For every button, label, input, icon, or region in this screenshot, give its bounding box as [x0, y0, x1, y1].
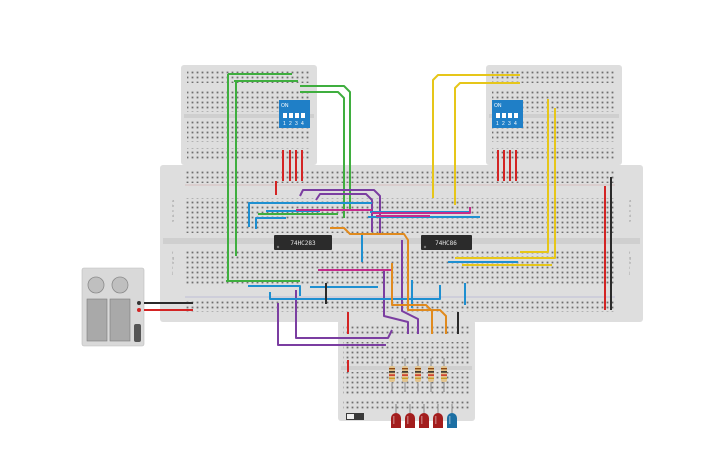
resistor-band	[441, 377, 447, 379]
row-letter: e	[629, 218, 632, 223]
row-letter: j	[171, 270, 173, 275]
dip-switch-b-number-3: 3	[508, 121, 511, 127]
resistor-band	[402, 368, 408, 370]
yellow-wire	[432, 74, 520, 198]
chip-74hc283[interactable]: 74HC283	[274, 235, 332, 250]
orange-wire	[330, 227, 447, 334]
purple-wire	[401, 240, 419, 334]
resistor-band	[428, 371, 434, 373]
resistor-band	[428, 374, 434, 376]
resistor-band	[402, 371, 408, 373]
purple-wire	[277, 303, 386, 346]
dip-switch-a-on-label: ON	[281, 103, 289, 109]
dip-switch-a-number-3: 3	[295, 121, 298, 127]
dip-switch-a-number-2: 2	[289, 121, 292, 127]
yellow-wire	[520, 99, 549, 253]
yellow-wire	[454, 82, 520, 205]
row-letter: f	[629, 250, 631, 255]
row-letter: a	[629, 198, 632, 203]
chip-74hc86-label: 74HC86	[435, 240, 457, 247]
row-letter: i	[629, 265, 630, 270]
blue-wire	[248, 285, 301, 296]
led-highlight	[421, 416, 423, 424]
slide-switch[interactable]	[346, 413, 364, 420]
row-letter: d	[629, 213, 631, 218]
row-letter: j	[628, 270, 630, 275]
led-highlight	[407, 416, 409, 424]
dip-switch-b-on-label: ON	[494, 103, 502, 109]
chip-74hc283-label: 74HC283	[290, 240, 316, 247]
dip-switch-a[interactable]: ON 1 2 3 4	[279, 100, 310, 128]
green-wire	[300, 91, 345, 218]
resistor-band	[441, 374, 447, 376]
green-wire	[300, 85, 351, 209]
resistor-band	[389, 371, 395, 373]
led-row[interactable]	[391, 404, 457, 428]
magenta-wire	[372, 207, 471, 214]
row-letter: c	[629, 208, 631, 213]
row-letter: g	[629, 255, 631, 260]
row-letter: a	[172, 198, 175, 203]
resistor-band	[441, 371, 447, 373]
wires	[144, 73, 612, 372]
purple-wire	[383, 270, 409, 334]
resistor-band	[389, 368, 395, 370]
led[interactable]	[433, 413, 443, 428]
purple-wire	[299, 189, 381, 233]
resistor-array[interactable]	[389, 358, 447, 392]
purple-wire	[295, 290, 393, 339]
resistor-band	[428, 368, 434, 370]
row-letter: c	[172, 208, 174, 213]
dip-switch-b[interactable]: ON 1 2 3 4	[492, 100, 523, 128]
resistor-band	[402, 377, 408, 379]
blue-wire	[269, 285, 441, 300]
resistor-band	[402, 374, 408, 376]
dip-switch-b-number-4: 4	[514, 121, 517, 127]
dip-switch-a-number-1: 1	[283, 121, 286, 127]
row-letter: f	[172, 250, 174, 255]
blue-wire	[248, 202, 372, 227]
led-highlight	[449, 416, 451, 424]
blue-wire	[255, 217, 286, 229]
resistor-band	[415, 374, 421, 376]
orange-wire	[391, 263, 433, 334]
led-highlight	[393, 416, 395, 424]
led[interactable]	[391, 413, 401, 428]
resistor-band	[428, 377, 434, 379]
resistor-band	[415, 377, 421, 379]
row-letter: b	[172, 203, 175, 208]
row-letter: d	[172, 213, 174, 218]
led[interactable]	[405, 413, 415, 428]
battery-pack[interactable]	[81, 267, 145, 347]
dip-switch-b-number-1: 1	[496, 121, 499, 127]
row-letter: h	[629, 260, 631, 265]
resistor-band	[389, 377, 395, 379]
led[interactable]	[419, 413, 429, 428]
row-letter: i	[172, 265, 173, 270]
led[interactable]	[447, 413, 457, 428]
dip-switch-a-number-4: 4	[301, 121, 304, 127]
row-letter: e	[172, 218, 175, 223]
row-letter: b	[629, 203, 632, 208]
resistor-band	[415, 371, 421, 373]
dip-switch-b-number-2: 2	[502, 121, 505, 127]
row-letter: g	[172, 255, 174, 260]
led-highlight	[435, 416, 437, 424]
row-letter: h	[172, 260, 174, 265]
resistor-band	[389, 374, 395, 376]
resistor-band	[415, 368, 421, 370]
chip-74hc86[interactable]: 74HC86	[421, 235, 472, 250]
resistor-band	[441, 368, 447, 370]
